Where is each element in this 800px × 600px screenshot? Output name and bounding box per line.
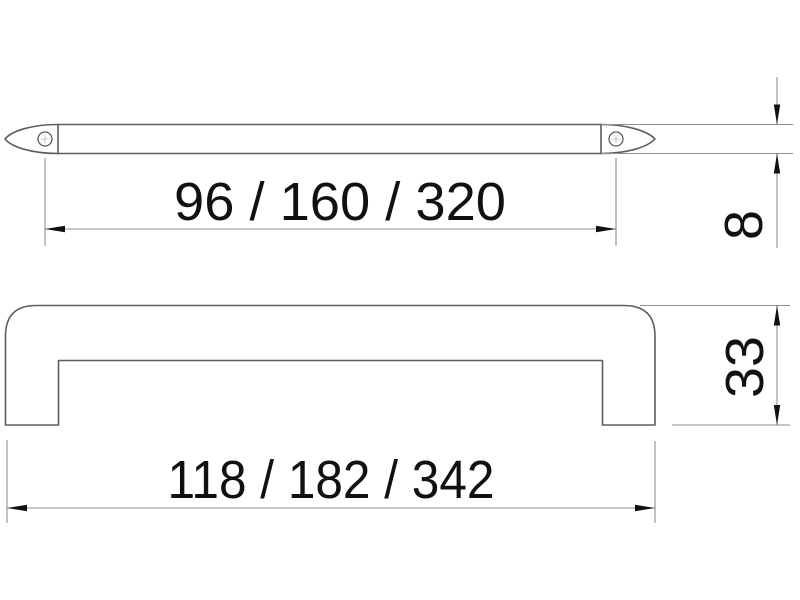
front-view-outline [4,304,656,426]
handle-front-view [4,304,656,426]
hole-center-marks [41,135,620,143]
dimension-text-overall-height: 33 [715,336,775,398]
arrowhead-left [7,504,27,512]
dimension-overall-length: 118 / 182 / 342 [6,440,656,523]
arrowhead-down [773,104,781,125]
arrowhead-right [596,225,616,233]
arrowhead-up [773,153,781,174]
dimension-hole-spacing: 96 / 160 / 320 [44,158,617,246]
dimension-bar-thickness: 8 [601,77,793,248]
dimension-text-hole-spacing: 96 / 160 / 320 [174,172,506,232]
arrowhead-left [45,225,65,233]
arrowhead-right [635,504,655,512]
top-view-right-tip [600,123,656,155]
dimension-overall-height: 33 [640,304,790,426]
handle-top-view [4,123,656,155]
arrowhead-up [773,305,781,326]
dimension-text-overall-length: 118 / 182 / 342 [168,450,495,510]
top-view-left-tip [4,123,59,155]
arrowhead-down [773,405,781,425]
dimension-text-bar-thickness: 8 [714,210,774,240]
